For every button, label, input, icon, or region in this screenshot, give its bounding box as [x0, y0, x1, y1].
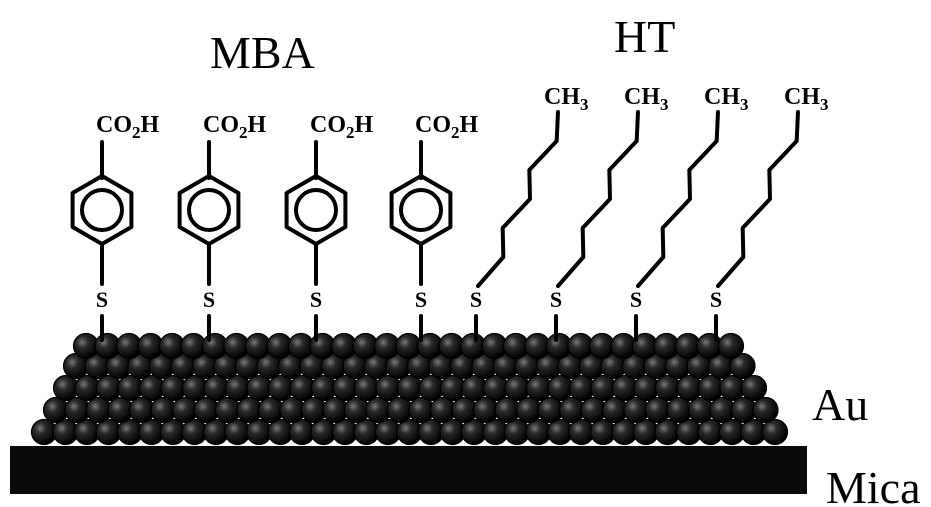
- sulfur-atom-label: S: [96, 287, 108, 312]
- alkyl-chain: [636, 110, 720, 288]
- sulfur-atom-label: S: [415, 287, 427, 312]
- ht-molecule: S CH3: [550, 84, 669, 342]
- gold-atom: [717, 332, 745, 360]
- ht-molecule: S CH3: [710, 84, 829, 342]
- mica-label: Mica: [826, 462, 921, 507]
- mba-molecule: CO2H S: [177, 112, 267, 342]
- ht-molecule: S CH3: [630, 84, 749, 342]
- carboxyl-group-label: CO2H: [310, 112, 374, 142]
- mba-label: MBA: [210, 27, 315, 78]
- alkyl-chain: [556, 110, 640, 288]
- methyl-group-label: CH3: [784, 84, 829, 114]
- sulfur-atom-label: S: [470, 287, 482, 312]
- ht-molecule: S CH3: [470, 84, 589, 342]
- alkyl-chain: [476, 110, 560, 288]
- mba-molecule: CO2H S: [70, 112, 160, 342]
- methyl-group-label: CH3: [624, 84, 669, 114]
- gold-atom: [740, 374, 768, 402]
- sulfur-atom-label: S: [630, 287, 642, 312]
- sulfur-atom-label: S: [550, 287, 562, 312]
- methyl-group-label: CH3: [544, 84, 589, 114]
- mba-molecule: CO2H S: [389, 112, 479, 342]
- au-label: Au: [812, 379, 868, 430]
- mba-molecule: CO2H S: [284, 112, 374, 342]
- carboxyl-group-label: CO2H: [203, 112, 267, 142]
- carboxyl-group-label: CO2H: [96, 112, 160, 142]
- gold-atom: [752, 396, 779, 424]
- gold-layer: [30, 332, 789, 446]
- gold-atom: [729, 352, 756, 380]
- gold-atom: [761, 418, 789, 446]
- ht-label: HT: [614, 11, 675, 62]
- sulfur-atom-label: S: [710, 287, 722, 312]
- mba-molecules: CO2H S CO2H S CO2H S CO2H S: [70, 112, 479, 342]
- alkyl-chain: [716, 110, 800, 288]
- sulfur-atom-label: S: [310, 287, 322, 312]
- carboxyl-group-label: CO2H: [415, 112, 479, 142]
- mica-substrate: [10, 446, 807, 494]
- methyl-group-label: CH3: [704, 84, 749, 114]
- sulfur-atom-label: S: [203, 287, 215, 312]
